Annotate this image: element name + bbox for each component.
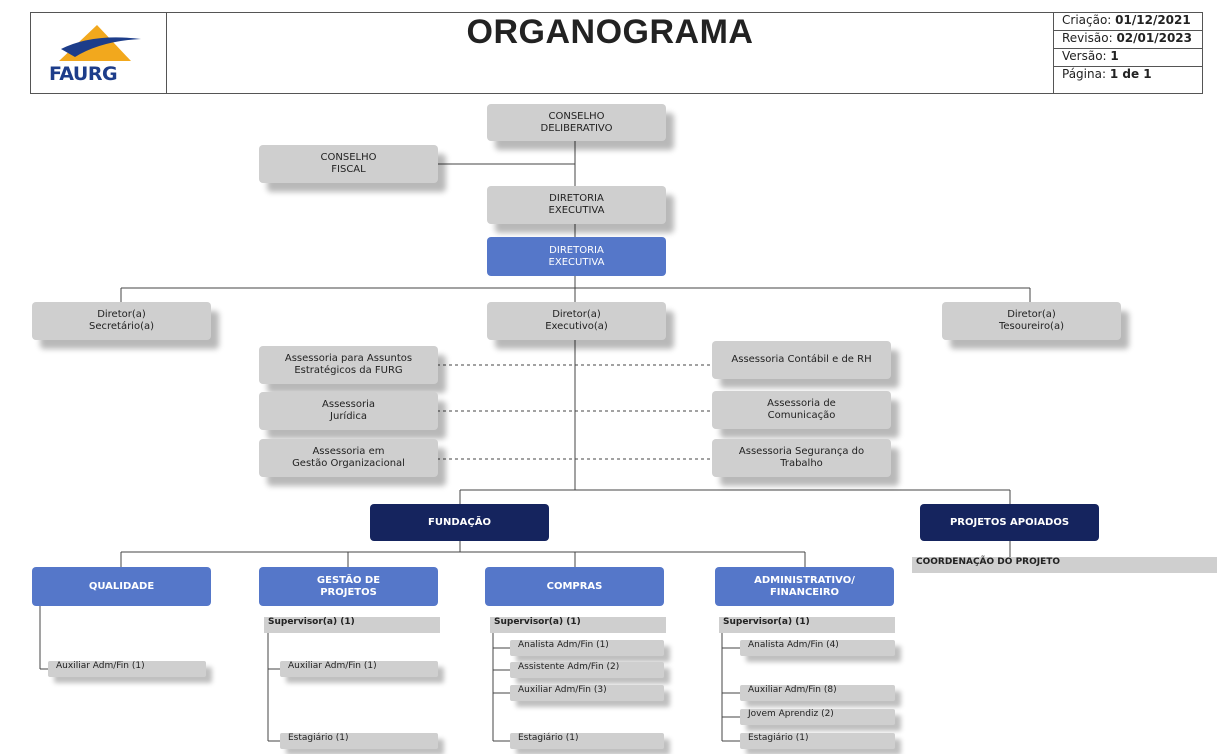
gestao-supervisor: Supervisor(a) (1) [264, 617, 440, 633]
diretor-tesoureiro-box: Diretor(a) Tesoureiro(a) [942, 302, 1121, 340]
admin-staff-item: Analista Adm/Fin (4) [740, 640, 895, 656]
assessoria-comunicacao-box: Assessoria de Comunicação [712, 391, 891, 429]
qualidade-staff-item: Auxiliar Adm/Fin (1) [48, 661, 206, 677]
admin-staff-item: Auxiliar Adm/Fin (8) [740, 685, 895, 701]
compras-staff-item: Auxiliar Adm/Fin (3) [510, 685, 664, 701]
conselho-deliberativo-box: CONSELHO DELIBERATIVO [487, 104, 666, 141]
logo: FAURG [31, 13, 167, 93]
meta-criacao: Criação: 01/12/2021 [1054, 13, 1203, 31]
logo-text: FAURG [49, 63, 118, 85]
document-header: FAURG ORGANOGRAMA Criação: 01/12/2021 Re… [30, 12, 1203, 94]
coordenacao-projeto-box: COORDENAÇÃO DO PROJETO [912, 557, 1217, 573]
diretor-executivo-box: Diretor(a) Executivo(a) [487, 302, 666, 340]
compras-staff-item: Estagiário (1) [510, 733, 664, 749]
admin-supervisor: Supervisor(a) (1) [719, 617, 895, 633]
assessoria-juridica-box: Assessoria Jurídica [259, 392, 438, 430]
fundacao-box: FUNDAÇÃO [370, 504, 549, 541]
compras-box: COMPRAS [485, 567, 664, 606]
diretoria-executiva-blue-box: DIRETORIA EXECUTIVA [487, 237, 666, 276]
meta-revisao: Revisão: 02/01/2023 [1054, 31, 1203, 49]
compras-staff-item: Assistente Adm/Fin (2) [510, 662, 664, 678]
assessoria-gestao-box: Assessoria em Gestão Organizacional [259, 439, 438, 477]
qualidade-box: QUALIDADE [32, 567, 211, 606]
meta-versao: Versão: 1 [1054, 49, 1203, 67]
conselho-fiscal-box: CONSELHO FISCAL [259, 145, 438, 183]
page-title: ORGANOGRAMA [466, 13, 754, 51]
meta-pagina: Página: 1 de 1 [1062, 67, 1152, 81]
compras-supervisor: Supervisor(a) (1) [490, 617, 666, 633]
projetos-apoiados-box: PROJETOS APOIADOS [920, 504, 1099, 541]
diretor-secretario-box: Diretor(a) Secretário(a) [32, 302, 211, 340]
diretoria-executiva-gray-box: DIRETORIA EXECUTIVA [487, 186, 666, 224]
gestao-staff-item: Auxiliar Adm/Fin (1) [280, 661, 438, 677]
assessoria-estrategicos-box: Assessoria para Assuntos Estratégicos da… [259, 346, 438, 384]
document-meta: Criação: 01/12/2021 Revisão: 02/01/2023 … [1053, 13, 1203, 93]
assessoria-seguranca-box: Assessoria Segurança do Trabalho [712, 439, 891, 477]
admin-staff-item: Jovem Aprendiz (2) [740, 709, 895, 725]
admin-staff-item: Estagiário (1) [740, 733, 895, 749]
gestao-staff-item: Estagiário (1) [280, 733, 438, 749]
gestao-projetos-box: GESTÃO DE PROJETOS [259, 567, 438, 606]
compras-staff-item: Analista Adm/Fin (1) [510, 640, 664, 656]
administrativo-financeiro-box: ADMINISTRATIVO/ FINANCEIRO [715, 567, 894, 606]
assessoria-contabil-box: Assessoria Contábil e de RH [712, 341, 891, 379]
faurg-logo-icon [59, 25, 141, 61]
